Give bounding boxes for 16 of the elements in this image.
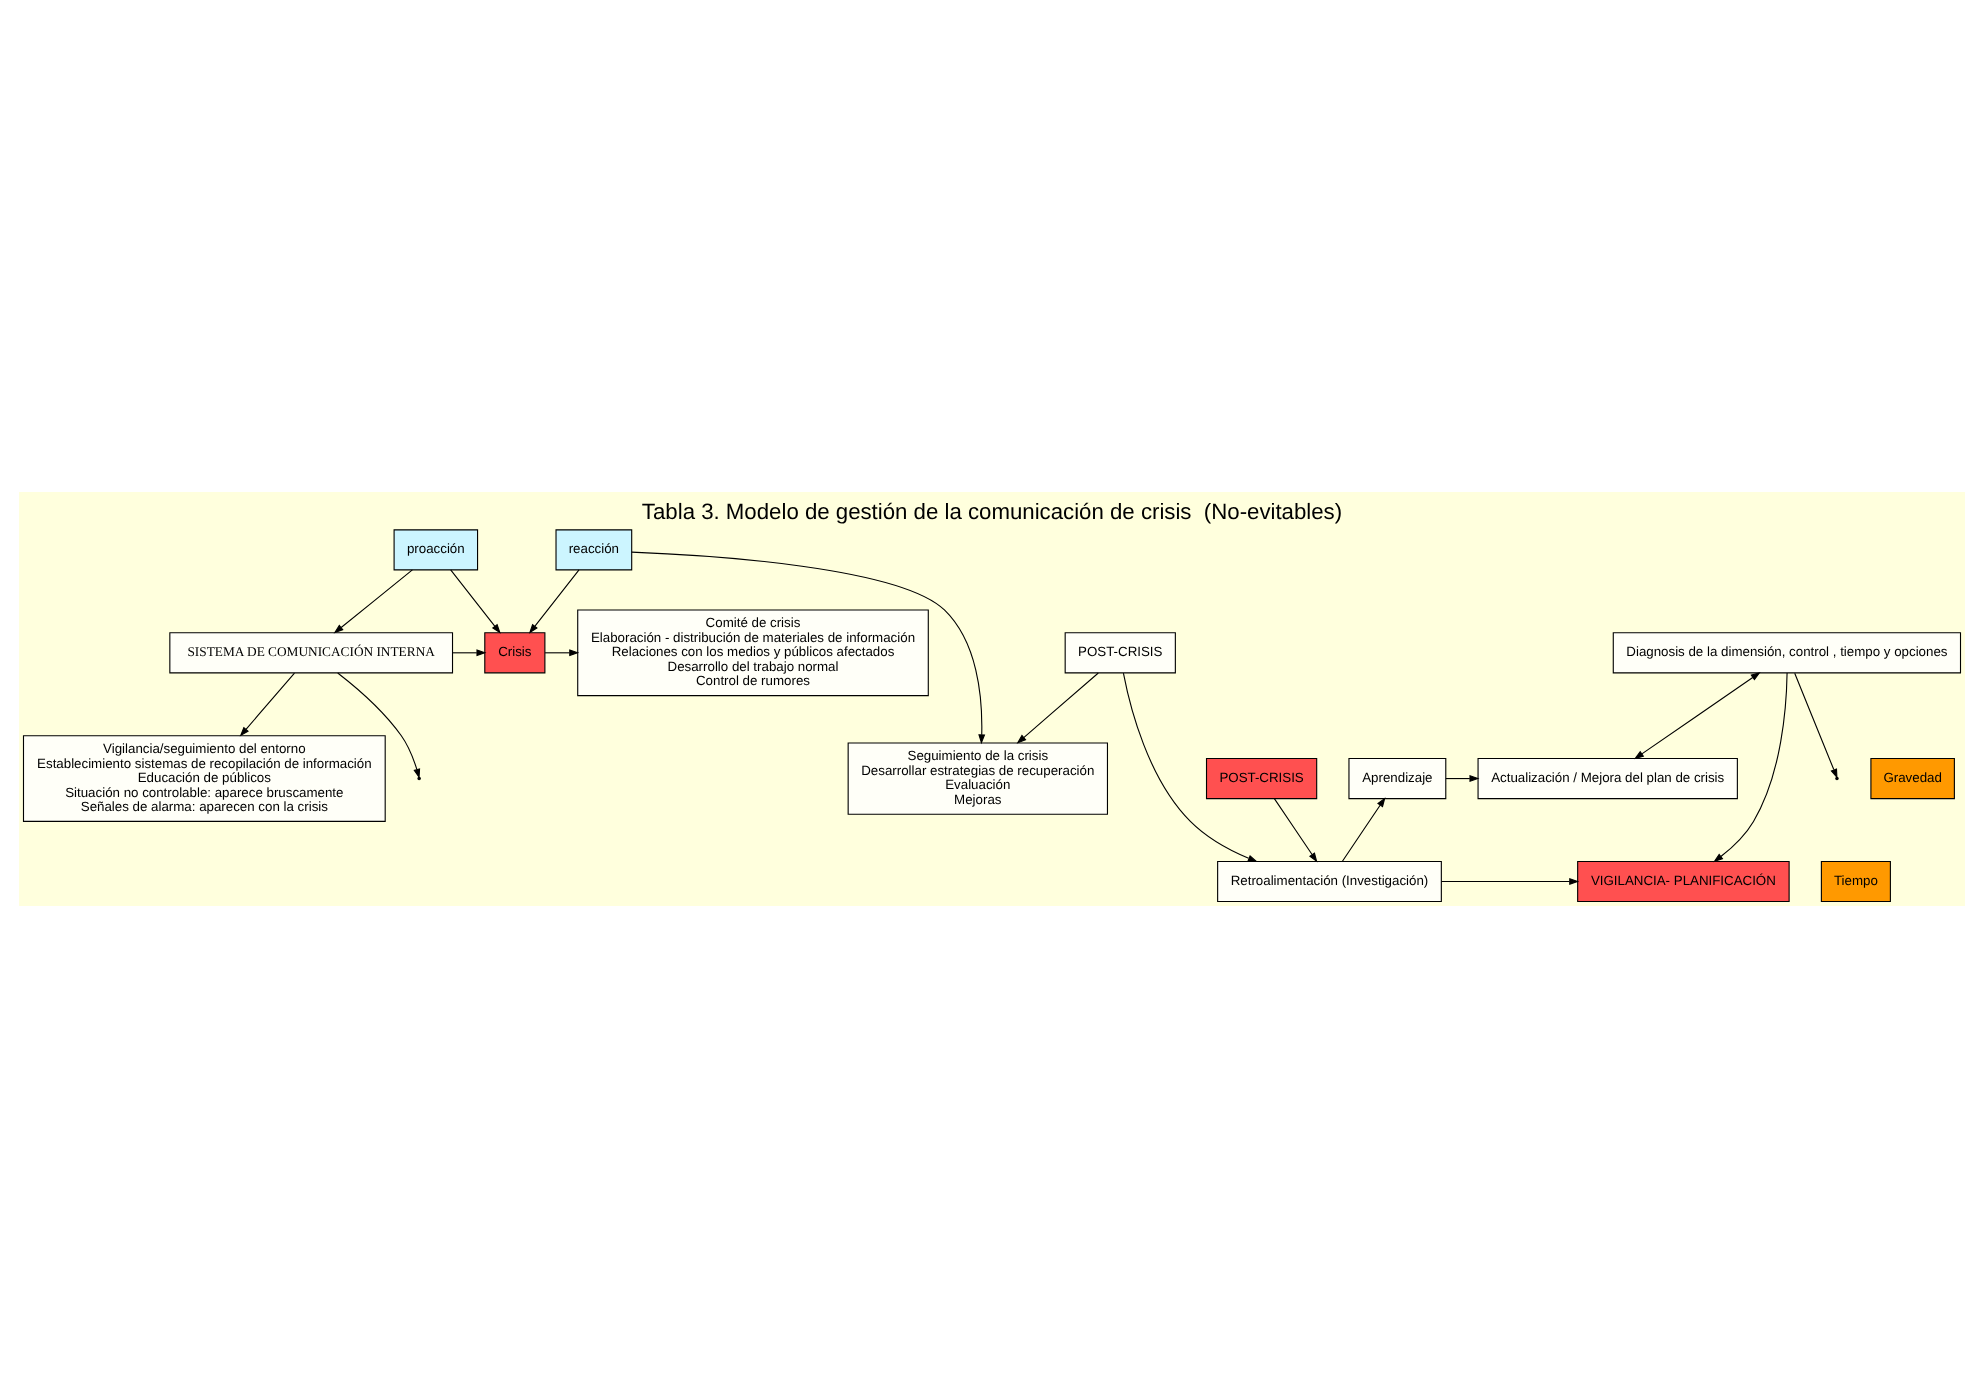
arrow (1122, 671, 1258, 862)
arrow (1016, 671, 1099, 743)
arrow (1713, 671, 1788, 862)
arrow (333, 568, 413, 633)
arrow (528, 568, 580, 633)
arrow (450, 568, 501, 633)
arrow (239, 671, 296, 736)
arrow (1445, 774, 1480, 782)
diagram-title: Tabla 3. Modelo de gestión de la comunicación de crisis (No-evitables) (641, 499, 1343, 524)
arrow (544, 648, 580, 656)
arrow (452, 648, 487, 656)
arrow (1273, 797, 1318, 862)
arrow (1341, 796, 1386, 861)
arrow (1633, 671, 1761, 759)
arrow (631, 550, 986, 744)
arrow (1440, 877, 1580, 885)
